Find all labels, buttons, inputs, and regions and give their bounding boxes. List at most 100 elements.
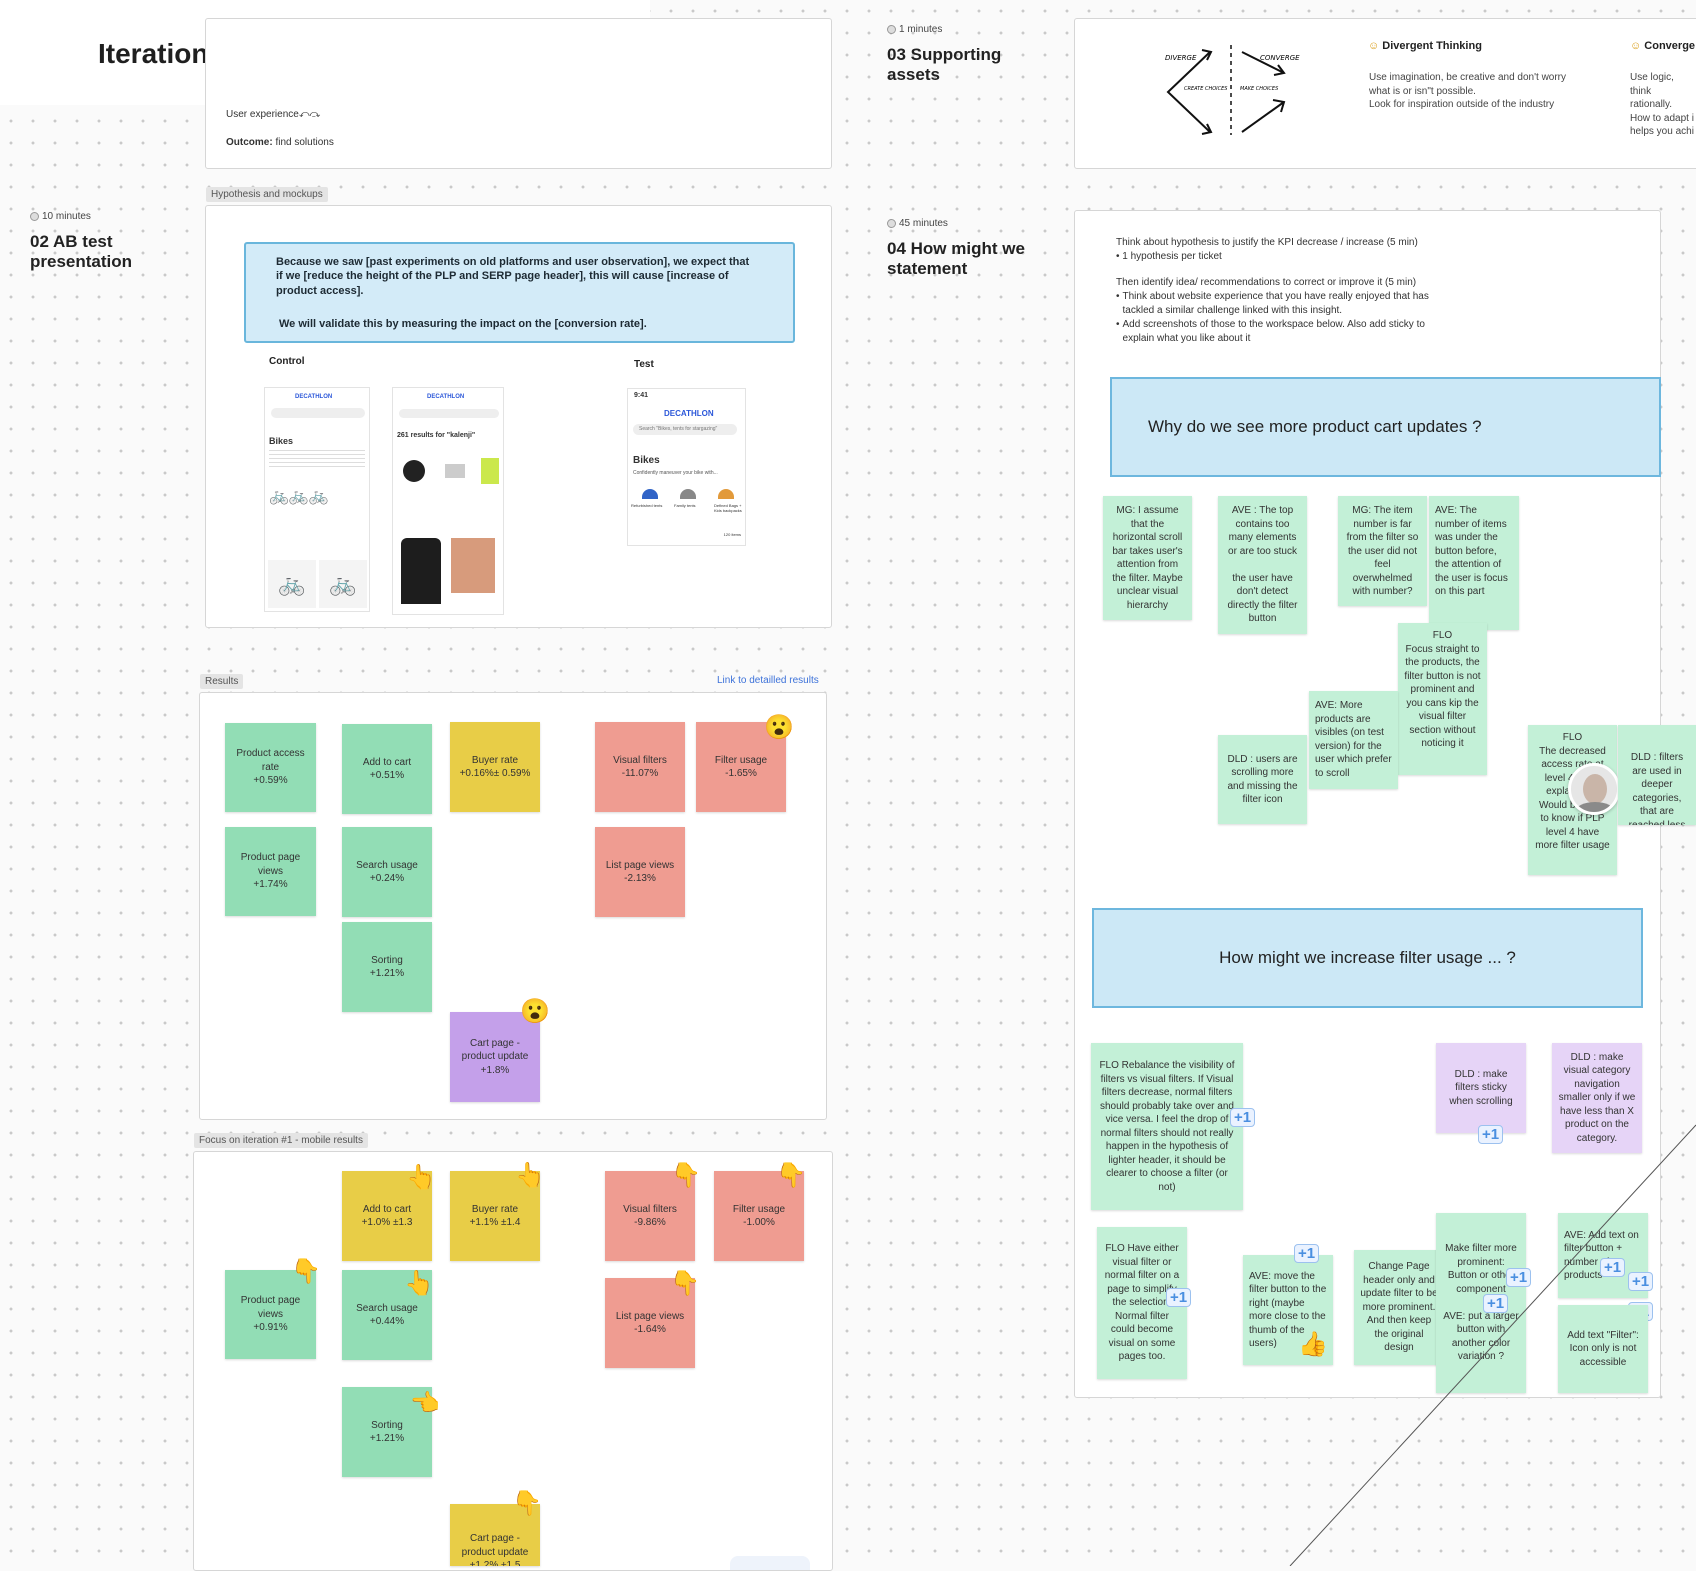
bottom-toolbar[interactable] (730, 1556, 810, 1570)
smile-icon: ☺ (1368, 40, 1380, 52)
surprised-reaction-icon[interactable]: 😮 (520, 998, 550, 1025)
sticky-note[interactable]: FLO Focus straight to the products, the … (1398, 623, 1487, 775)
mockup-brand-2: DECATHLON (427, 394, 465, 400)
results-frame-label[interactable]: Results (200, 674, 244, 689)
diverge-converge-diagram[interactable]: DIVERGE CONVERGE CREATE CHOICES MAKE CHO… (1160, 40, 1310, 140)
sticky-note[interactable]: List page views -2.13% (595, 827, 685, 917)
sticky-note[interactable]: Sorting +1.21% (342, 1387, 432, 1477)
sticky-note[interactable]: Visual filters -9.86% (605, 1171, 695, 1261)
mockup-title-3: Bikes (633, 455, 660, 466)
point-down-reaction-icon[interactable]: 👇 (291, 1258, 321, 1285)
mockup-product-thumb-1 (403, 460, 425, 482)
avatar-shoulders (1575, 802, 1615, 812)
surprised-reaction-icon[interactable]: 😮 (764, 714, 794, 741)
point-up-reaction-icon[interactable]: 👆 (404, 1270, 434, 1297)
diagram-converge: CONVERGE (1260, 54, 1300, 62)
section-03-timer[interactable]: 1 minutes (887, 24, 942, 35)
focus-frame-label[interactable]: Focus on iteration #1 - mobile results (194, 1133, 368, 1148)
mockup-results-count: 261 results for "kalenji" (397, 432, 476, 439)
plus-one-vote[interactable]: +1 (1506, 1268, 1532, 1287)
sticky-note[interactable]: DLD : filters are used in deeper categor… (1618, 725, 1696, 825)
control-mockup-plp[interactable]: DECATHLON Bikes 🚲🚲🚲 🚲 🚲 (264, 387, 370, 612)
section-04-duration: 45 minutes (899, 218, 948, 229)
mockup-category-icon-1 (642, 489, 658, 499)
sticky-note[interactable]: Filter usage -1.00% (714, 1171, 804, 1261)
point-up-reaction-icon[interactable]: 👆 (406, 1164, 436, 1191)
sticky-note[interactable]: AVE : The top contains too many elements… (1218, 496, 1307, 634)
mockup-product-card-2: 🚲 (319, 560, 367, 608)
hmw-question-2[interactable]: How might we increase filter usage ... ? (1092, 908, 1643, 1008)
supporting-assets-frame[interactable] (1074, 18, 1696, 169)
sticky-note[interactable]: FLO Rebalance the visibility of filters … (1091, 1043, 1243, 1210)
mockup-category-3: Defined Bags + Kids backpacks (714, 503, 742, 513)
thumbs-up-reaction-icon[interactable]: 👍 (1298, 1331, 1328, 1358)
sticky-note[interactable]: Buyer rate +1.1% ±1.4 (450, 1171, 540, 1261)
plus-one-vote[interactable]: +1 (1478, 1125, 1504, 1144)
sticky-note[interactable]: Change Page header only and update filte… (1354, 1250, 1444, 1365)
mockup-brand: DECATHLON (295, 394, 333, 400)
hmw-bullet-2-text: Think about website experience that you … (1122, 291, 1429, 316)
plus-one-vote[interactable]: +1 (1230, 1108, 1256, 1127)
sticky-note[interactable]: MG: The item number is far from the filt… (1338, 496, 1427, 606)
diagram-make: MAKE CHOICES (1240, 86, 1279, 92)
sticky-note[interactable]: Sorting +1.21% (342, 922, 432, 1012)
hmw-question-1-text: Why do we see more product cart updates … (1148, 417, 1482, 436)
detailed-results-link[interactable]: Link to detailled results (717, 675, 819, 686)
mockup-product-thumb-3 (481, 458, 499, 484)
hmw-question-2-text: How might we increase filter usage ... ? (1219, 948, 1516, 967)
hmw-bullet-1-text: 1 hypothesis per ticket (1122, 251, 1222, 262)
hmw-question-1[interactable]: Why do we see more product cart updates … (1110, 377, 1661, 477)
plus-one-vote[interactable]: +1 (1628, 1272, 1654, 1291)
sticky-note[interactable]: Product page views +0.91% (225, 1270, 316, 1359)
plus-one-vote[interactable]: +1 (1294, 1244, 1320, 1263)
sticky-note[interactable]: Add text "Filter": Icon only is not acce… (1558, 1305, 1648, 1393)
mockup-product-photo-1 (401, 538, 441, 604)
test-label: Test (634, 359, 654, 370)
sticky-note[interactable]: Cart page - product update +1.2% ±1.5 (450, 1504, 540, 1566)
plus-one-vote[interactable]: +1 (1166, 1288, 1192, 1307)
collaborator-avatar[interactable] (1568, 763, 1620, 815)
point-down-reaction-icon[interactable]: 👇 (670, 1270, 700, 1297)
plus-one-vote[interactable]: +1 (1600, 1258, 1626, 1277)
mockup-search-bar-3: Search "Bikes, tents for stargazing" (633, 424, 737, 435)
mockup-category-1: Refurbished tents (631, 503, 663, 508)
plus-one-vote[interactable]: +1 (1483, 1294, 1509, 1313)
sticky-note[interactable]: Buyer rate +0.16%± 0.59% (450, 722, 540, 812)
sticky-note[interactable]: DLD : make visual category navigation sm… (1552, 1043, 1642, 1153)
sticky-note[interactable]: Product page views +1.74% (225, 827, 316, 916)
mockup-product-card-1: 🚲 (268, 560, 316, 608)
control-mockup-serp[interactable]: DECATHLON 261 results for "kalenji" (392, 387, 504, 615)
sticky-note[interactable]: Search usage +0.44% (342, 1270, 432, 1360)
section-02-duration: 10 minutes (42, 211, 91, 222)
sticky-note[interactable]: Product access rate +0.59% (225, 723, 316, 812)
section-04-timer[interactable]: 45 minutes (887, 218, 948, 229)
hypothesis-frame-label[interactable]: Hypothesis and mockups (206, 187, 328, 202)
mockup-time: 9:41 (634, 392, 649, 399)
sticky-note[interactable]: AVE: More products are visibles (on test… (1309, 691, 1398, 789)
sticky-note[interactable]: FLO Have either visual filter or normal … (1097, 1227, 1187, 1379)
hypothesis-validation: We will validate this by measuring the i… (279, 318, 647, 330)
point-left-reaction-icon[interactable]: 👈 (410, 1390, 440, 1417)
sticky-note[interactable]: AVE: The number of items was under the b… (1429, 496, 1519, 630)
test-mockup[interactable]: 9:41 DECATHLON Search "Bikes, tents for … (627, 388, 746, 546)
sticky-note[interactable]: Filter usage -1.65% (696, 722, 786, 812)
sticky-note[interactable]: Make filter more prominent: Button or ot… (1436, 1213, 1526, 1393)
point-down-reaction-icon[interactable]: 👇 (512, 1490, 542, 1517)
sticky-note[interactable]: DLD : make filters sticky when scrolling (1436, 1043, 1526, 1133)
sticky-note[interactable]: Cart page - product update +1.8% (450, 1012, 540, 1102)
sticky-note[interactable]: MG: I assume that the horizontal scroll … (1103, 496, 1192, 620)
sticky-note[interactable]: Search usage +0.24% (342, 827, 432, 917)
section-02-timer[interactable]: 10 minutes (30, 211, 91, 222)
point-down-reaction-icon[interactable]: 👇 (776, 1162, 806, 1189)
mockup-description-3: Confidently maneuver your bike with... (633, 470, 718, 476)
sticky-note[interactable]: Visual filters -11.07% (595, 722, 685, 812)
sticky-note[interactable]: List page views -1.64% (605, 1278, 695, 1368)
hypothesis-statement[interactable]: Because we saw [past experiments on old … (244, 242, 795, 343)
diagram-create: CREATE CHOICES (1184, 86, 1228, 92)
point-up-reaction-icon[interactable]: 👆 (515, 1162, 545, 1189)
sticky-note[interactable]: DLD : users are scrolling more and missi… (1218, 735, 1307, 824)
point-down-reaction-icon[interactable]: 👇 (671, 1162, 701, 1189)
intro-frame[interactable] (205, 18, 832, 169)
sticky-note[interactable]: Add to cart +0.51% (342, 724, 432, 814)
sticky-note[interactable]: Add to cart +1.0% ±1.3 (342, 1171, 432, 1261)
